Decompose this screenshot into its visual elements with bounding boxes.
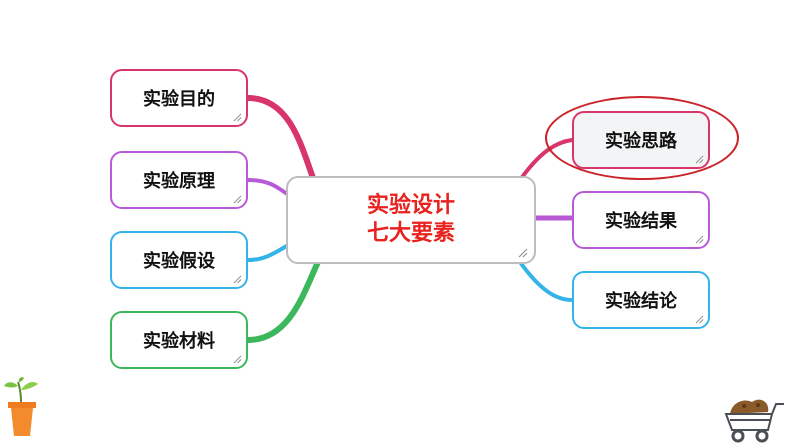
- central-topic[interactable]: 实验设计 七大要素: [286, 176, 536, 264]
- central-topic-line2: 七大要素: [366, 221, 455, 246]
- node-experiment-result[interactable]: 实验结果: [572, 191, 710, 249]
- resize-corner-icon: [695, 315, 704, 324]
- highlight-ellipse: [545, 96, 739, 180]
- node-experiment-purpose[interactable]: 实验目的: [110, 69, 248, 127]
- node-label: 实验假设: [143, 251, 215, 272]
- connector-materials: [245, 259, 321, 343]
- resize-corner-icon: [233, 275, 242, 284]
- resize-corner-icon: [518, 248, 528, 258]
- node-experiment-materials[interactable]: 实验材料: [110, 311, 248, 369]
- node-experiment-conclusion[interactable]: 实验结论: [572, 271, 710, 329]
- resize-corner-icon: [233, 355, 242, 364]
- resize-corner-icon: [233, 195, 242, 204]
- node-experiment-hypothesis[interactable]: 实验假设: [110, 231, 248, 289]
- node-label: 实验材料: [143, 331, 215, 352]
- node-label: 实验结果: [605, 211, 677, 232]
- connector-conclusion: [518, 260, 574, 302]
- soil-cart-icon: [724, 399, 784, 443]
- sprout-pot-icon: [4, 377, 38, 436]
- node-experiment-principle[interactable]: 实验原理: [110, 151, 248, 209]
- connector-principle: [246, 178, 292, 198]
- connector-hypothesis: [246, 242, 292, 262]
- node-label: 实验目的: [143, 89, 215, 110]
- resize-corner-icon: [233, 113, 242, 122]
- node-label: 实验原理: [143, 171, 215, 192]
- connector-purpose: [245, 95, 319, 189]
- resize-corner-icon: [695, 235, 704, 244]
- central-topic-line1: 实验设计: [366, 193, 455, 218]
- node-label: 实验结论: [605, 291, 677, 312]
